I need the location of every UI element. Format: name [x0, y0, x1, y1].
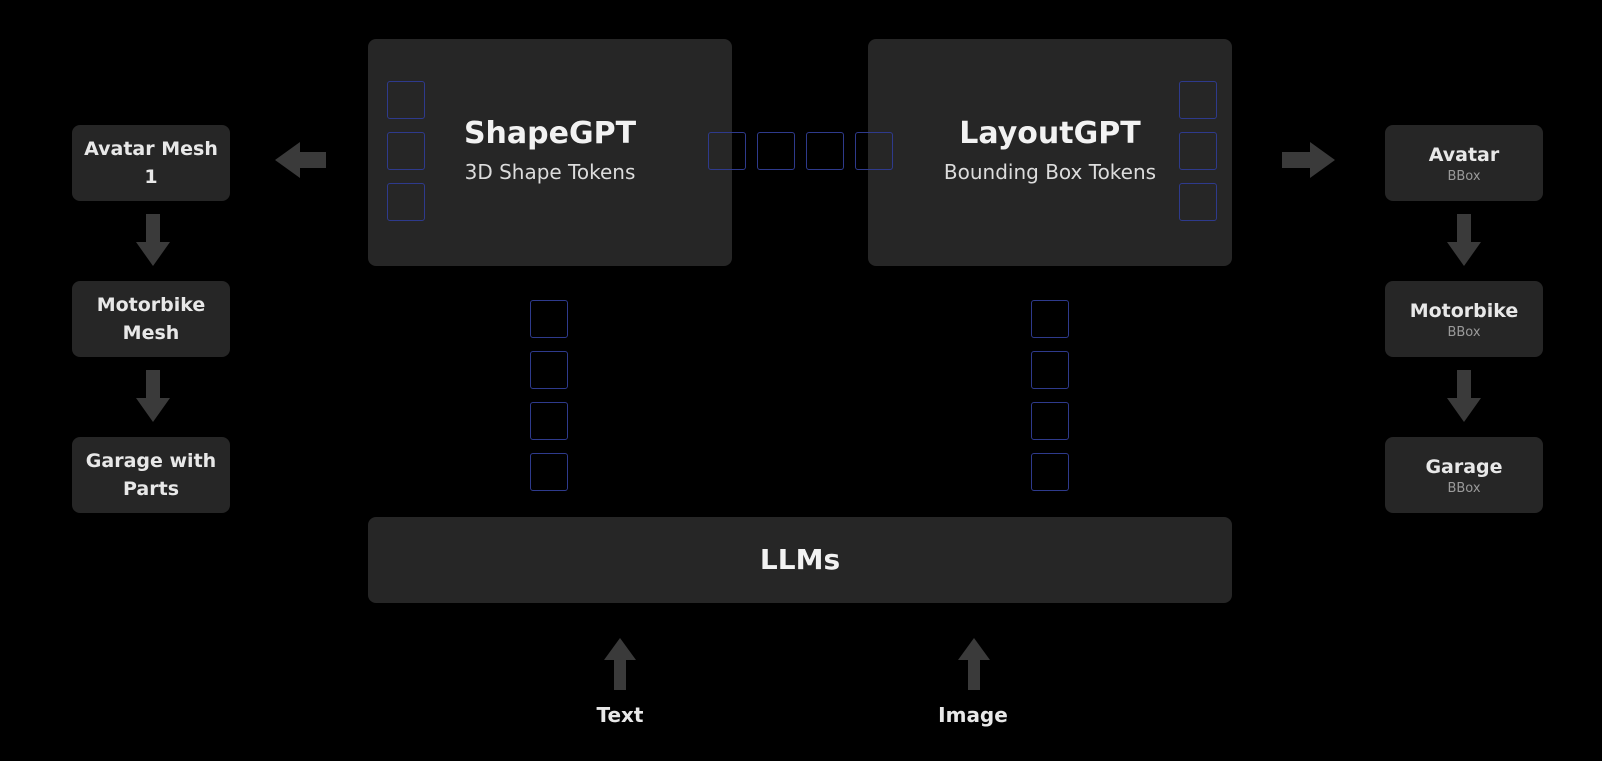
bbox-token [1179, 183, 1217, 221]
garage-parts-label: Garage with Parts [85, 450, 217, 500]
llm-label: LLMs [759, 543, 841, 576]
shapegpt-title: ShapeGPT [463, 116, 637, 151]
arrow-down-icon [1447, 214, 1481, 266]
shape-stream-token [530, 300, 568, 338]
input-image-label: Image [938, 703, 1008, 727]
garage-bbox-label: Garage [1425, 456, 1503, 478]
shape-stream-token [530, 453, 568, 491]
motorbike-mesh-label: Motorbike Mesh [96, 294, 206, 344]
shape-stream-token [530, 351, 568, 389]
arrow-down-icon [136, 370, 170, 422]
bbox-token [1179, 81, 1217, 119]
avatar-mesh-label: Avatar Mesh 1 [84, 138, 218, 188]
layout-stream-token [1031, 351, 1069, 389]
layoutgpt-subtitle: Bounding Box Tokens [943, 160, 1157, 184]
arrow-left-icon [275, 142, 326, 178]
shape-stream-token [530, 402, 568, 440]
middle-token [855, 132, 893, 170]
arrow-down-icon [1447, 370, 1481, 422]
layout-stream-token [1031, 453, 1069, 491]
arrow-up-icon [604, 638, 636, 690]
arrow-down-icon [136, 214, 170, 266]
shapegpt-subtitle: 3D Shape Tokens [464, 160, 636, 184]
middle-token [757, 132, 795, 170]
layout-stream-token [1031, 402, 1069, 440]
input-text-label: Text [596, 703, 644, 727]
arrow-right-icon [1282, 142, 1335, 178]
garage-bbox-sublabel: BBox [1447, 481, 1481, 496]
bbox-token [1179, 132, 1217, 170]
avatar-bbox-sublabel: BBox [1447, 169, 1481, 184]
layoutgpt-title: LayoutGPT [959, 116, 1141, 151]
llm-panel [368, 517, 1232, 603]
avatar-bbox-box: Avatar BBox [1385, 125, 1543, 201]
arrow-up-icon [958, 638, 990, 690]
motorbike-mesh-box: Motorbike Mesh [72, 281, 230, 357]
shape-token [387, 183, 425, 221]
middle-token [708, 132, 746, 170]
shapegpt-panel [368, 39, 732, 266]
garage-parts-box: Garage with Parts [72, 437, 230, 513]
motorbike-bbox-sublabel: BBox [1447, 325, 1481, 340]
motorbike-bbox-box: Motorbike BBox [1385, 281, 1543, 357]
shape-token [387, 81, 425, 119]
motorbike-bbox-label: Motorbike [1409, 300, 1519, 322]
shape-token [387, 132, 425, 170]
garage-bbox-box: Garage BBox [1385, 437, 1543, 513]
layoutgpt-panel [868, 39, 1232, 266]
avatar-bbox-label: Avatar [1428, 144, 1500, 166]
layout-stream-token [1031, 300, 1069, 338]
middle-token [806, 132, 844, 170]
avatar-mesh-box: Avatar Mesh 1 [72, 125, 230, 201]
